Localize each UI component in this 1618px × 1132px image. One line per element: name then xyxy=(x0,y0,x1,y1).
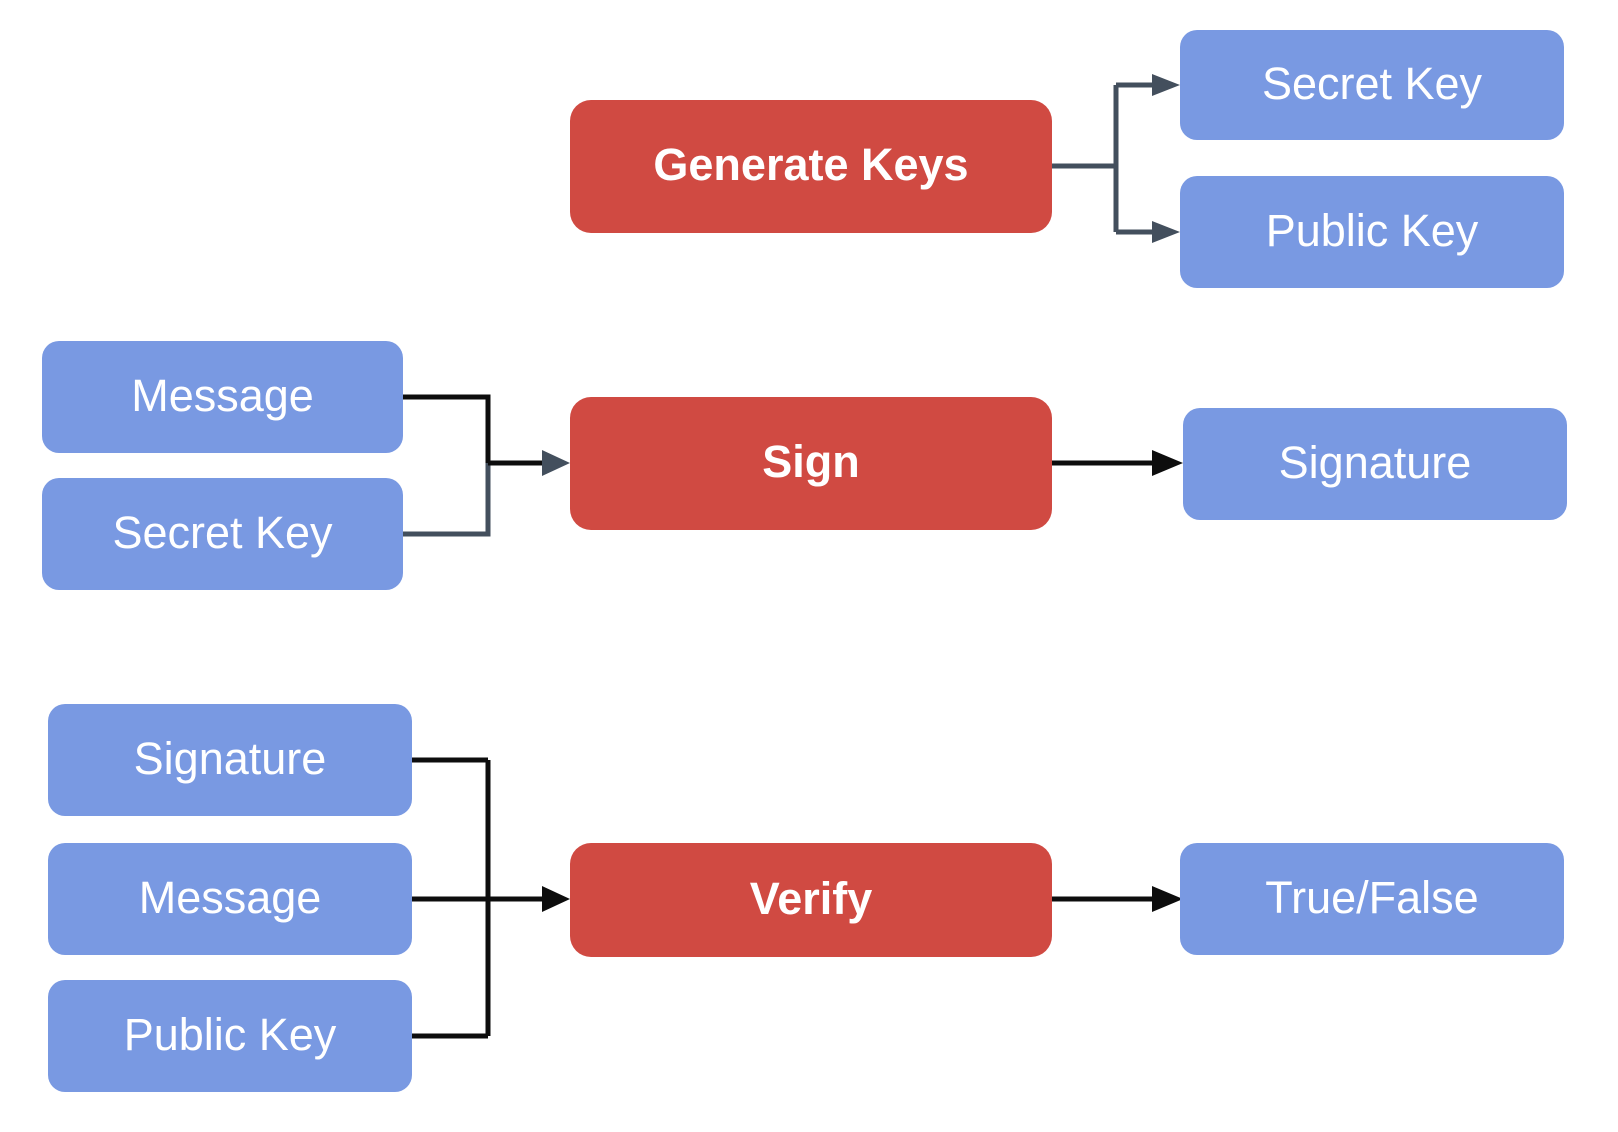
node-label: Public Key xyxy=(1265,204,1479,256)
node-sign: Sign xyxy=(570,397,1052,530)
node-label: True/False xyxy=(1265,871,1479,923)
edge-secret-key-to-sign xyxy=(403,463,491,537)
arrowhead-to-true-false xyxy=(1152,886,1183,912)
edge-message-to-sign xyxy=(403,394,491,463)
node-signature-output: Signature xyxy=(1183,408,1567,520)
node-secret-key-output: Secret Key xyxy=(1180,30,1564,140)
node-message-verify-input: Message xyxy=(48,843,412,955)
node-public-key-output: Public Key xyxy=(1180,176,1564,288)
arrowhead-to-public-key xyxy=(1152,221,1180,243)
node-secret-key-sign-input: Secret Key xyxy=(42,478,403,590)
node-label: Secret Key xyxy=(1261,57,1483,109)
node-message-sign-input: Message xyxy=(42,341,403,453)
arrowhead-to-secret-key xyxy=(1152,74,1180,96)
node-label: Secret Key xyxy=(112,506,333,558)
arrowhead-into-sign xyxy=(542,450,570,476)
node-public-key-verify-input: Public Key xyxy=(48,980,412,1092)
node-generate-keys: Generate Keys xyxy=(570,100,1052,233)
node-verify: Verify xyxy=(570,843,1052,957)
arrowhead-into-verify xyxy=(542,886,570,912)
node-label: Public Key xyxy=(123,1008,337,1060)
node-label: Verify xyxy=(749,872,873,924)
node-true-false: True/False xyxy=(1180,843,1564,955)
node-label: Signature xyxy=(133,732,327,784)
node-label: Signature xyxy=(1278,436,1472,488)
node-signature-verify-input: Signature xyxy=(48,704,412,816)
node-label: Message xyxy=(131,369,314,421)
node-label: Message xyxy=(138,871,322,923)
node-label: Generate Keys xyxy=(653,139,969,190)
node-label: Sign xyxy=(762,436,860,487)
arrowhead-to-signature xyxy=(1152,450,1183,476)
